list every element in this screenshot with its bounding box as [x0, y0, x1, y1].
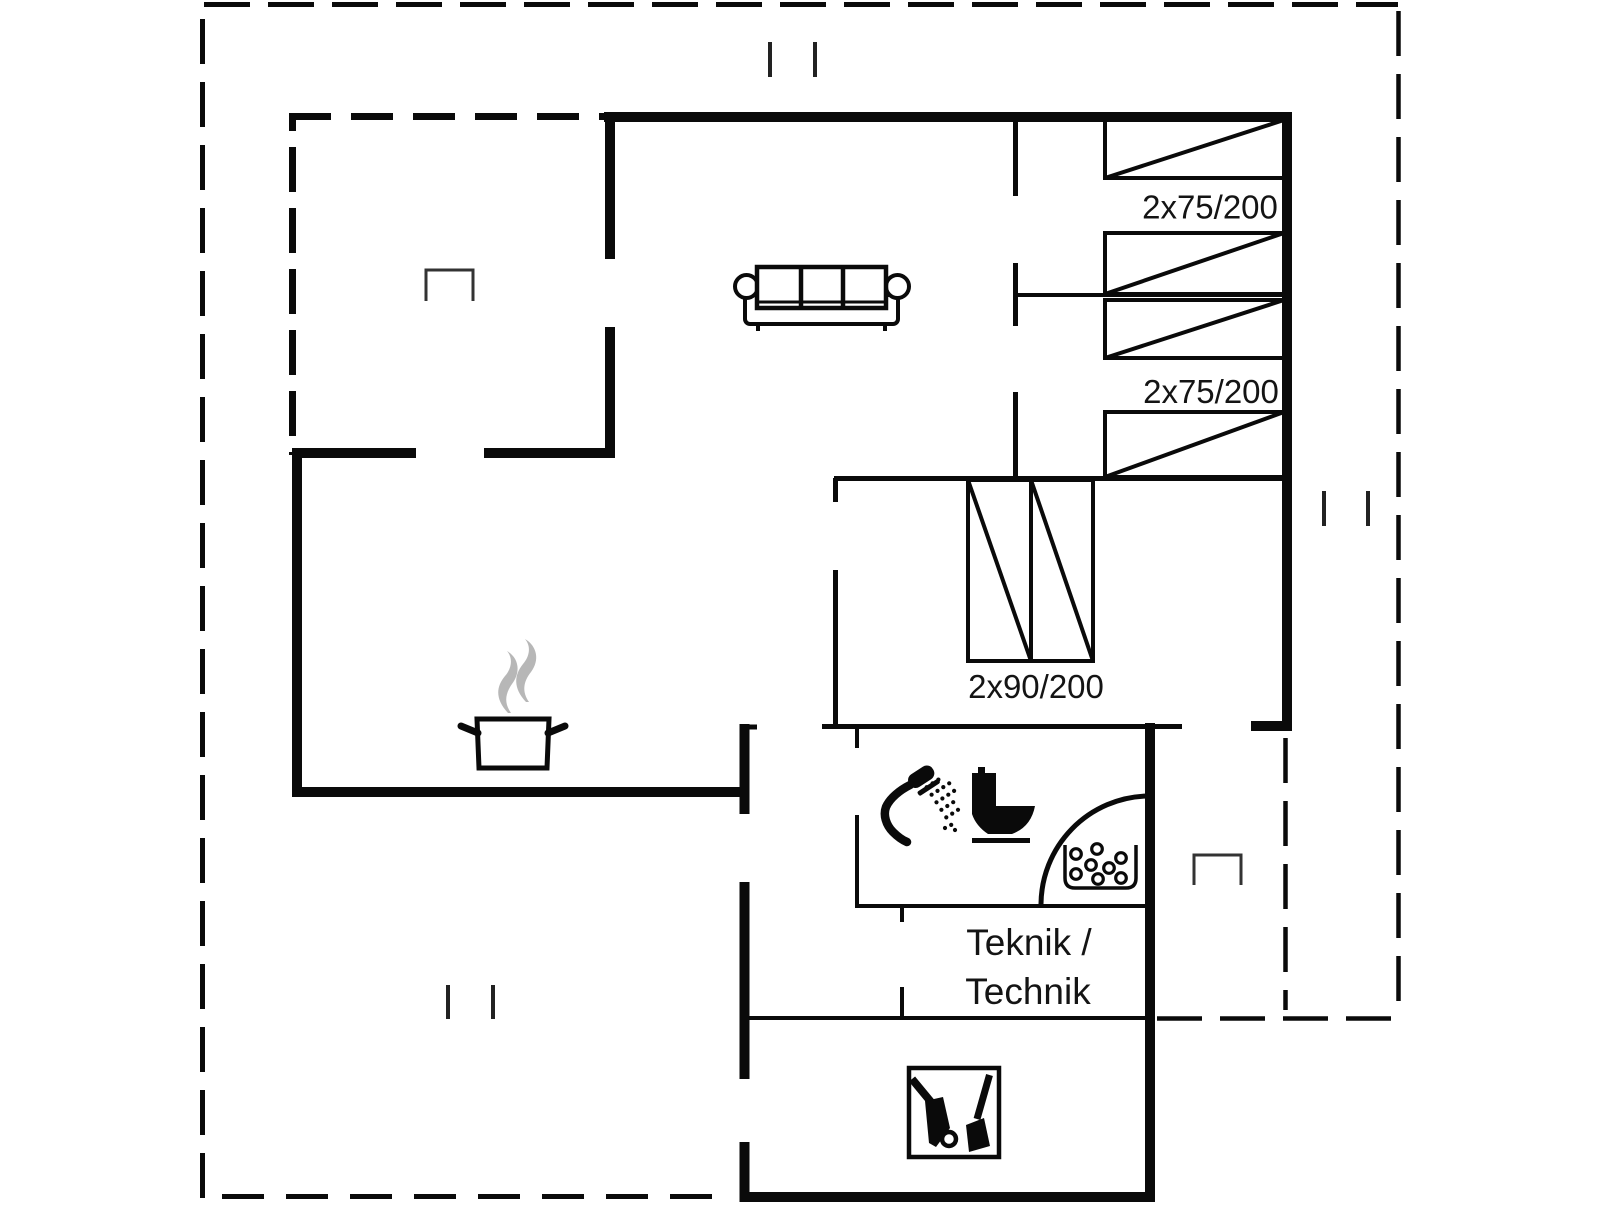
svg-text:2x90/200: 2x90/200 [968, 668, 1104, 705]
svg-text:Teknik /: Teknik / [966, 922, 1092, 963]
svg-text:2x75/200: 2x75/200 [1142, 189, 1278, 226]
svg-text:2x75/200: 2x75/200 [1143, 373, 1279, 410]
svg-text:Technik: Technik [965, 971, 1091, 1012]
